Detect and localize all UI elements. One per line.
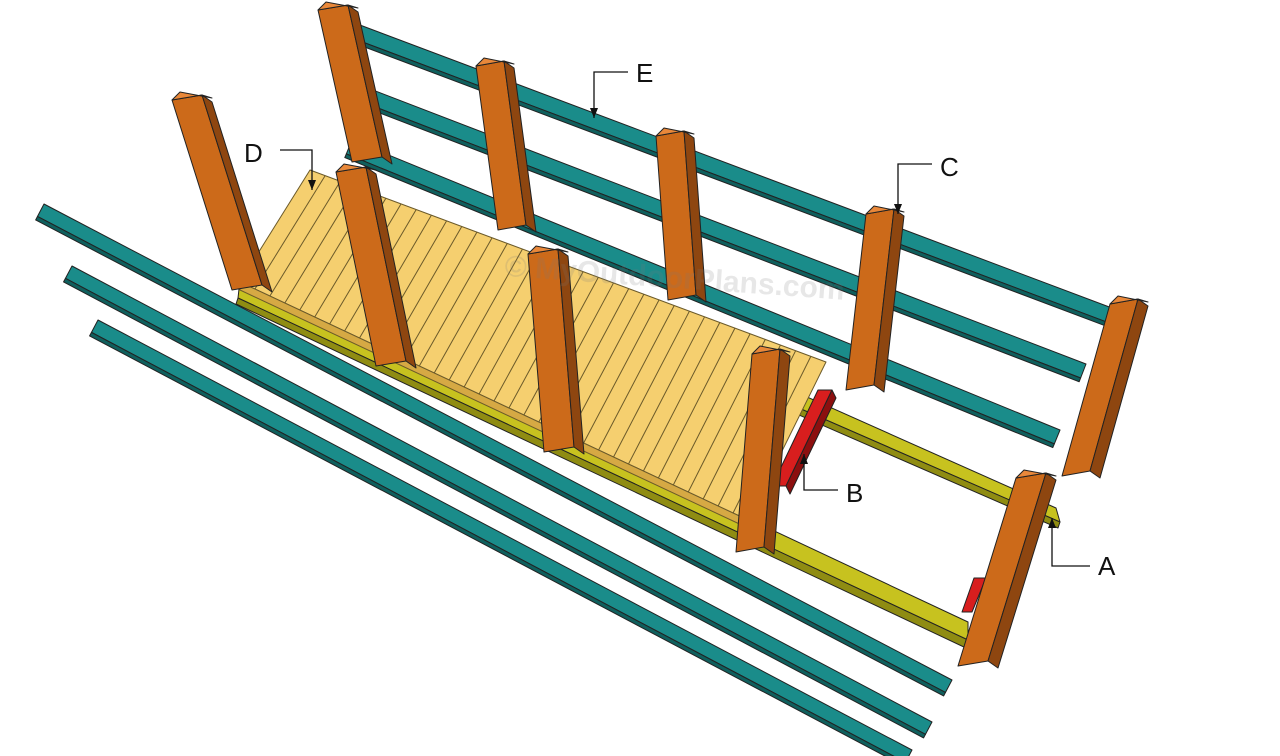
deck-board xyxy=(642,322,721,472)
post-back-3-side xyxy=(683,130,707,303)
post-back-1-top xyxy=(317,1,359,11)
post-back-2-top xyxy=(475,57,515,67)
post-front-1-side xyxy=(201,94,273,293)
deck-board xyxy=(628,316,706,465)
deck-board xyxy=(403,231,478,360)
leader-a-arrowhead xyxy=(1048,518,1056,528)
rail-front-middle-edge xyxy=(63,277,926,739)
leader-e-arrowhead xyxy=(590,108,598,118)
leader-c-arrowhead xyxy=(894,204,902,214)
deck-board xyxy=(613,310,690,458)
leader-c xyxy=(897,163,932,214)
post-back-4-top xyxy=(865,205,905,215)
post-back-5-side xyxy=(1089,298,1149,479)
post-front-4-top xyxy=(751,345,791,355)
deck-board xyxy=(448,248,523,381)
leader-d-arrowhead xyxy=(308,180,316,190)
callout-label-a: A xyxy=(1098,551,1116,581)
callout-label-d: D xyxy=(244,138,263,168)
deck-board xyxy=(583,299,660,444)
deck-board xyxy=(657,327,736,479)
deck-board xyxy=(433,243,508,374)
post-front-5-top xyxy=(1015,469,1057,479)
deck-board xyxy=(254,175,326,290)
rail-front-upper-edge xyxy=(35,215,946,697)
deck-board xyxy=(463,254,539,388)
leader-b-arrowhead xyxy=(800,454,808,464)
leader-a xyxy=(1051,518,1090,567)
post-front-2-side xyxy=(365,166,417,369)
rail-front-lower xyxy=(90,319,913,756)
post-front-5-side xyxy=(987,472,1057,669)
deck-board xyxy=(598,305,675,451)
post-front-2-top xyxy=(335,163,377,173)
post-back-3-top xyxy=(655,127,695,137)
post-back-2-side xyxy=(503,60,537,233)
deck-board xyxy=(269,181,341,297)
leader-e xyxy=(593,71,628,118)
callout-label-e: E xyxy=(636,58,654,88)
post-front-1-top xyxy=(171,91,213,101)
post-front-3-top xyxy=(527,245,569,255)
post-back-5-top xyxy=(1109,295,1149,305)
deck-board xyxy=(672,333,751,486)
callout-label-c: C xyxy=(940,152,959,182)
brace-end xyxy=(961,577,987,613)
leader-b xyxy=(803,454,838,491)
post-back-1-side xyxy=(347,4,393,165)
deck-board xyxy=(418,237,493,367)
callout-label-b: B xyxy=(846,478,864,508)
leader-d xyxy=(280,149,313,190)
post-front-4-side xyxy=(763,348,791,555)
rail-front-lower-edge xyxy=(89,331,895,756)
deck-board xyxy=(568,294,645,437)
post-back-4-side xyxy=(873,208,905,393)
post-front-3-side xyxy=(557,248,585,455)
brace-mid-side xyxy=(785,389,837,495)
